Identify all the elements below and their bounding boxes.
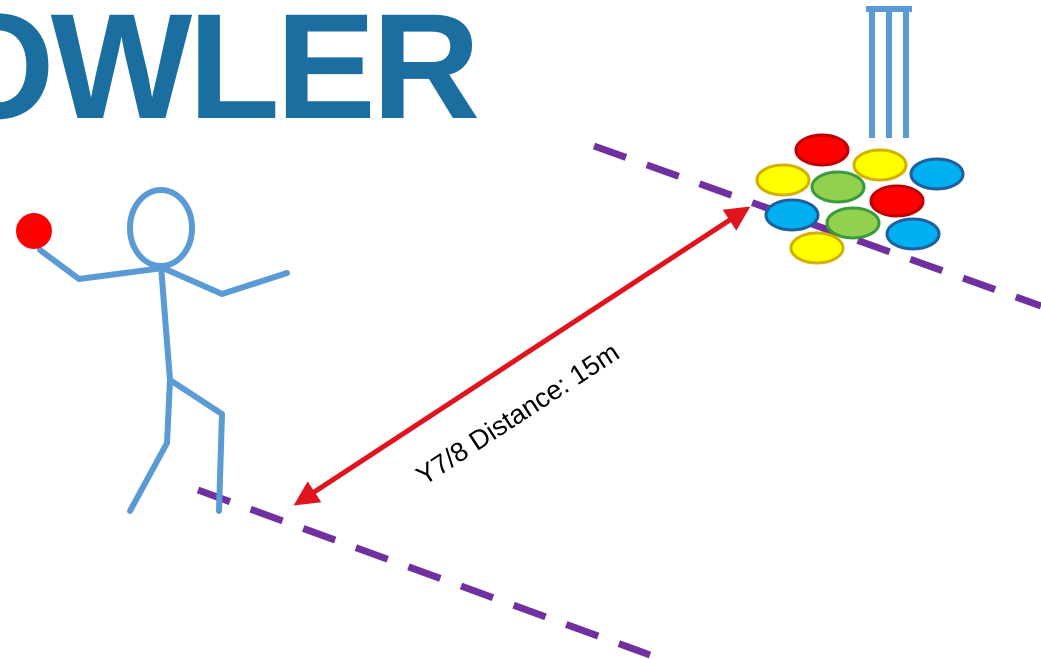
figure-left-leg	[127, 377, 173, 514]
marker-yellow-left	[755, 163, 811, 197]
stumps-icon	[866, 6, 912, 138]
marker-green-top	[810, 170, 866, 204]
bowling-crease-line	[196, 486, 652, 659]
marker-red-middle	[869, 184, 925, 218]
figure-right-leg	[167, 377, 225, 514]
marker-blue-bottom	[885, 217, 941, 251]
batting-crease-line	[592, 142, 1041, 310]
marker-blue-right	[909, 157, 965, 191]
marker-green-bottom	[825, 206, 881, 240]
figure-head	[127, 187, 195, 269]
marker-yellow-top	[852, 148, 908, 182]
marker-blue-left	[764, 198, 820, 232]
marker-red-top	[794, 133, 850, 167]
figure-torso	[158, 263, 173, 383]
ball-icon	[16, 213, 52, 249]
target-markers-icon	[755, 133, 965, 265]
page-title: OWLER	[0, 0, 478, 150]
figure-left-arm	[37, 247, 166, 282]
distance-arrow	[293, 206, 751, 506]
figure-right-arm	[160, 265, 290, 297]
marker-yellow-bottom	[789, 231, 845, 265]
stick-figure-icon	[37, 187, 290, 514]
